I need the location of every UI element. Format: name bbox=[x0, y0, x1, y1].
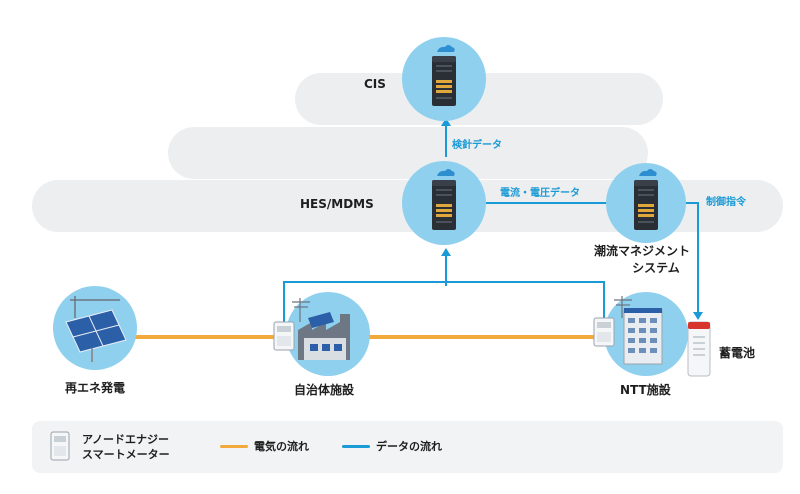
legend-smart-meter-label: アノードエナジー スマートメーター bbox=[82, 432, 170, 462]
power-flow-management-label-line2: システム bbox=[632, 261, 680, 275]
smart-meter-icon bbox=[273, 321, 295, 351]
legend-data-swatch bbox=[342, 445, 370, 448]
solar-panel-icon bbox=[65, 296, 127, 362]
legend-data-label: データの流れ bbox=[376, 440, 442, 453]
office-building-icon bbox=[623, 308, 663, 365]
current-voltage-data-label: 電流・電圧データ bbox=[500, 188, 580, 199]
renewable-generation-label: 再エネ発電 bbox=[65, 381, 126, 395]
hes-mdms-label: HES/MDMS bbox=[300, 197, 374, 211]
legend-smart-meter-line1: アノードエナジー bbox=[82, 433, 170, 446]
cis-node[interactable] bbox=[402, 37, 486, 121]
hes-mdms-node[interactable] bbox=[402, 161, 486, 245]
legend-electricity-swatch bbox=[220, 445, 248, 448]
legend: アノードエナジー スマートメーター 電気の流れ データの流れ bbox=[32, 421, 783, 473]
factory-icon bbox=[298, 312, 350, 360]
power-flow-management-node[interactable] bbox=[606, 163, 686, 243]
data-flow-lines bbox=[283, 124, 699, 328]
control-command-label: 制御指令 bbox=[706, 197, 746, 208]
smart-meter-icon bbox=[593, 317, 615, 347]
legend-smart-meter-line2: スマートメーター bbox=[82, 448, 170, 461]
battery-label: 蓄電池 bbox=[719, 346, 756, 360]
power-flow-management-label: 潮流マネジメント システム bbox=[576, 243, 708, 277]
pylon-icon bbox=[292, 298, 310, 322]
power-flow-management-label-line1: 潮流マネジメント bbox=[593, 244, 690, 258]
municipal-facility-label: 自治体施設 bbox=[294, 383, 355, 397]
ntt-facility-node[interactable] bbox=[593, 292, 688, 376]
renewable-generation-node[interactable] bbox=[53, 286, 137, 370]
meter-reading-data-label: 検針データ bbox=[452, 140, 502, 151]
municipal-facility-node[interactable] bbox=[273, 292, 370, 376]
pylon-icon bbox=[614, 296, 632, 318]
smart-meter-icon bbox=[50, 431, 70, 461]
data-flow-arrowheads bbox=[441, 118, 703, 320]
ntt-facility-label: NTT施設 bbox=[620, 383, 671, 397]
legend-electricity-label: 電気の流れ bbox=[254, 440, 309, 453]
battery-node[interactable] bbox=[687, 321, 711, 377]
cis-label: CIS bbox=[364, 77, 386, 91]
